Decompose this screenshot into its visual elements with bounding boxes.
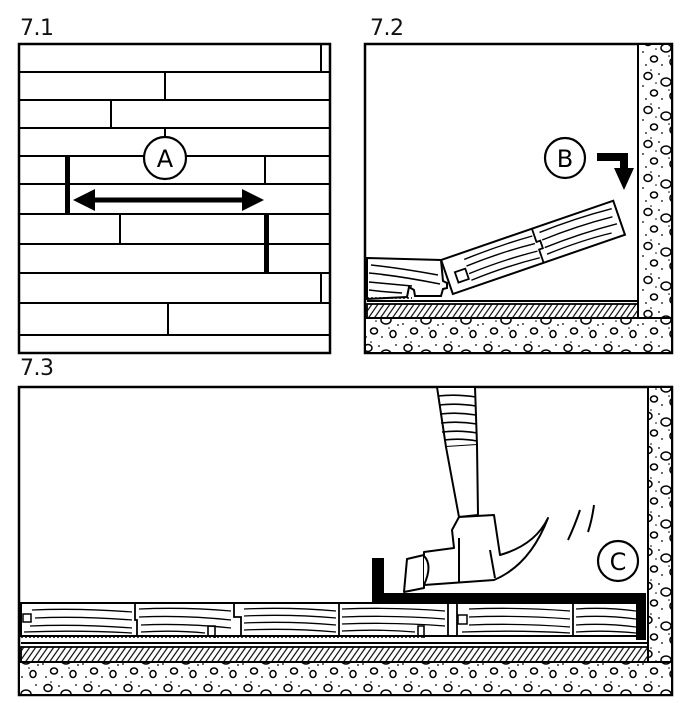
plank-end-joints <box>110 44 322 335</box>
stagger-arrow-icon <box>73 189 264 211</box>
figure-7-3: C <box>17 385 674 697</box>
concrete-wall <box>637 43 673 354</box>
figure-label-7-3: 7.3 <box>20 356 54 381</box>
tilted-plank <box>439 199 627 296</box>
callout-a-letter: A <box>157 145 174 173</box>
figure-7-1: A <box>17 42 332 355</box>
concrete-slab <box>364 317 673 354</box>
figure-7-2: B <box>363 42 674 355</box>
lower-arrow-icon <box>597 153 634 190</box>
callout-a: A <box>142 135 188 181</box>
plank-row <box>20 602 640 638</box>
callout-b-letter: B <box>557 145 573 173</box>
installed-plank <box>366 256 448 301</box>
figure-label-7-1: 7.1 <box>20 16 54 41</box>
figure-label-7-2: 7.2 <box>370 16 404 41</box>
hammer-icon <box>403 386 549 593</box>
joint-marker-left <box>65 156 70 214</box>
underlay <box>366 303 639 319</box>
callout-c: C <box>596 539 640 583</box>
concrete-slab-7-3 <box>18 661 673 696</box>
concrete-wall-7-3 <box>647 386 673 696</box>
motion-lines-icon <box>567 504 595 541</box>
stagger-markers <box>65 156 269 273</box>
callout-b: B <box>543 136 587 180</box>
joint-marker-right <box>264 214 269 273</box>
callout-c-letter: C <box>610 548 627 576</box>
underlay-7-3 <box>20 646 649 663</box>
pull-bar <box>372 558 646 640</box>
